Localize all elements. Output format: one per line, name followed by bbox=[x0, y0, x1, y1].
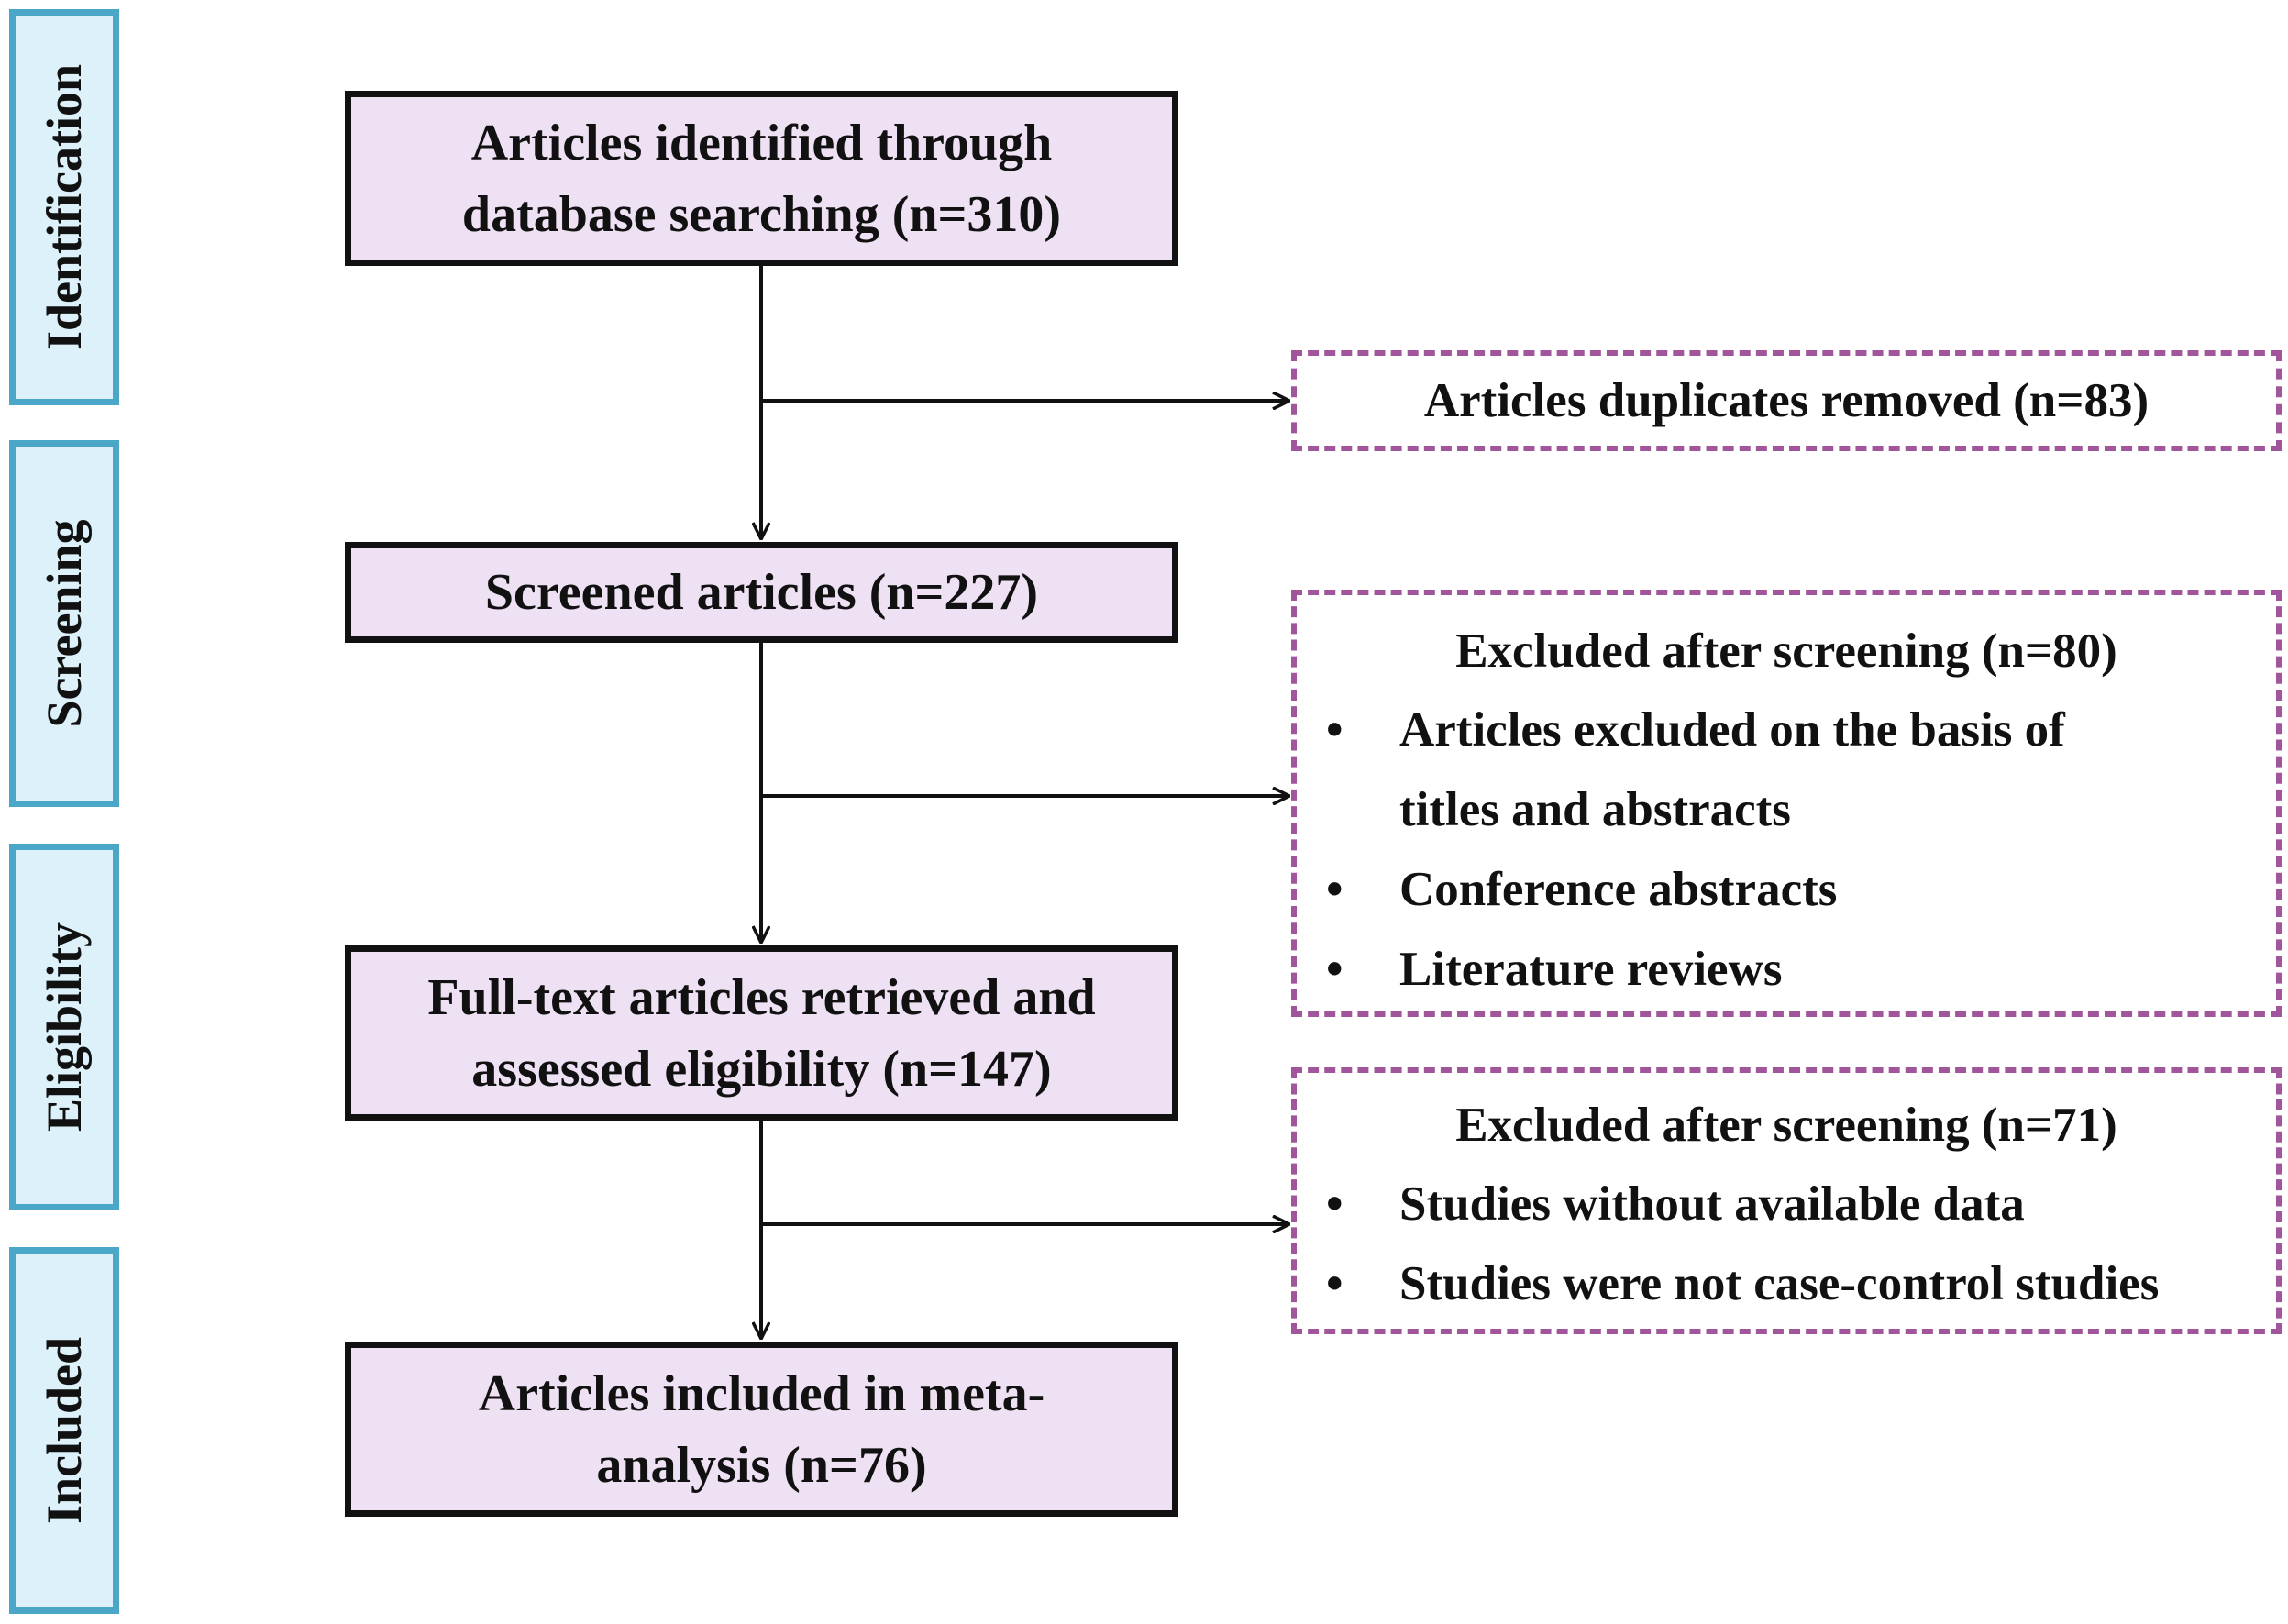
list-item-text: Studies without available data bbox=[1399, 1177, 2025, 1231]
list-item: • Conference abstracts bbox=[1326, 850, 2276, 930]
bullet-marker: • bbox=[1326, 943, 1343, 996]
stage-identification: Identification bbox=[9, 9, 119, 405]
box-line: Articles identified through bbox=[470, 114, 1053, 171]
list-item-text: Conference abstracts bbox=[1399, 863, 1838, 916]
exclusion-list: • Studies without available data • Studi… bbox=[1297, 1165, 2276, 1324]
stage-eligibility: Eligibility bbox=[9, 844, 119, 1210]
box-identified: Articles identified through database sea… bbox=[345, 91, 1178, 266]
list-item: • Literature reviews bbox=[1326, 930, 2276, 1010]
box-line: analysis (n=76) bbox=[596, 1436, 927, 1494]
box-line: Articles included in meta- bbox=[478, 1364, 1045, 1422]
side-box-title: Articles duplicates removed (n=83) bbox=[1423, 374, 2150, 427]
box-included: Articles included in meta- analysis (n=7… bbox=[345, 1342, 1178, 1517]
box-line: Full-text articles retrieved and bbox=[427, 968, 1096, 1026]
exclusion-list: • Articles excluded on the basis of titl… bbox=[1297, 690, 2276, 1010]
box-full-text: Full-text articles retrieved and assesse… bbox=[345, 945, 1178, 1121]
box-duplicates-removed: Articles duplicates removed (n=83) bbox=[1291, 350, 2282, 451]
list-item: • Studies without available data bbox=[1326, 1165, 2276, 1244]
box-line: database searching (n=310) bbox=[461, 185, 1062, 243]
bullet-marker: • bbox=[1326, 703, 1343, 757]
list-item-text: Studies were not case-control studies bbox=[1399, 1257, 2160, 1310]
bullet-marker: • bbox=[1326, 1257, 1343, 1310]
bullet-marker: • bbox=[1326, 1177, 1343, 1231]
box-line: Screened articles (n=227) bbox=[484, 564, 1039, 621]
box-excluded-screening: Excluded after screening (n=80) • Articl… bbox=[1291, 590, 2282, 1017]
box-excluded-eligibility: Excluded after screening (n=71) • Studie… bbox=[1291, 1067, 2282, 1334]
side-box-title: Excluded after screening (n=71) bbox=[1455, 1099, 2117, 1152]
list-item-text: Literature reviews bbox=[1399, 943, 1783, 996]
list-item: • Studies were not case-control studies bbox=[1326, 1244, 2276, 1324]
list-item-text: Articles excluded on the basis of titles… bbox=[1399, 703, 2065, 836]
bullet-marker: • bbox=[1326, 863, 1343, 916]
box-screened: Screened articles (n=227) bbox=[345, 542, 1178, 643]
list-item: • Articles excluded on the basis of titl… bbox=[1326, 690, 2276, 850]
box-line: assessed eligibility (n=147) bbox=[471, 1040, 1052, 1098]
side-box-title: Excluded after screening (n=80) bbox=[1455, 624, 2117, 678]
stage-screening: Screening bbox=[9, 440, 119, 807]
stage-included: Included bbox=[9, 1247, 119, 1614]
